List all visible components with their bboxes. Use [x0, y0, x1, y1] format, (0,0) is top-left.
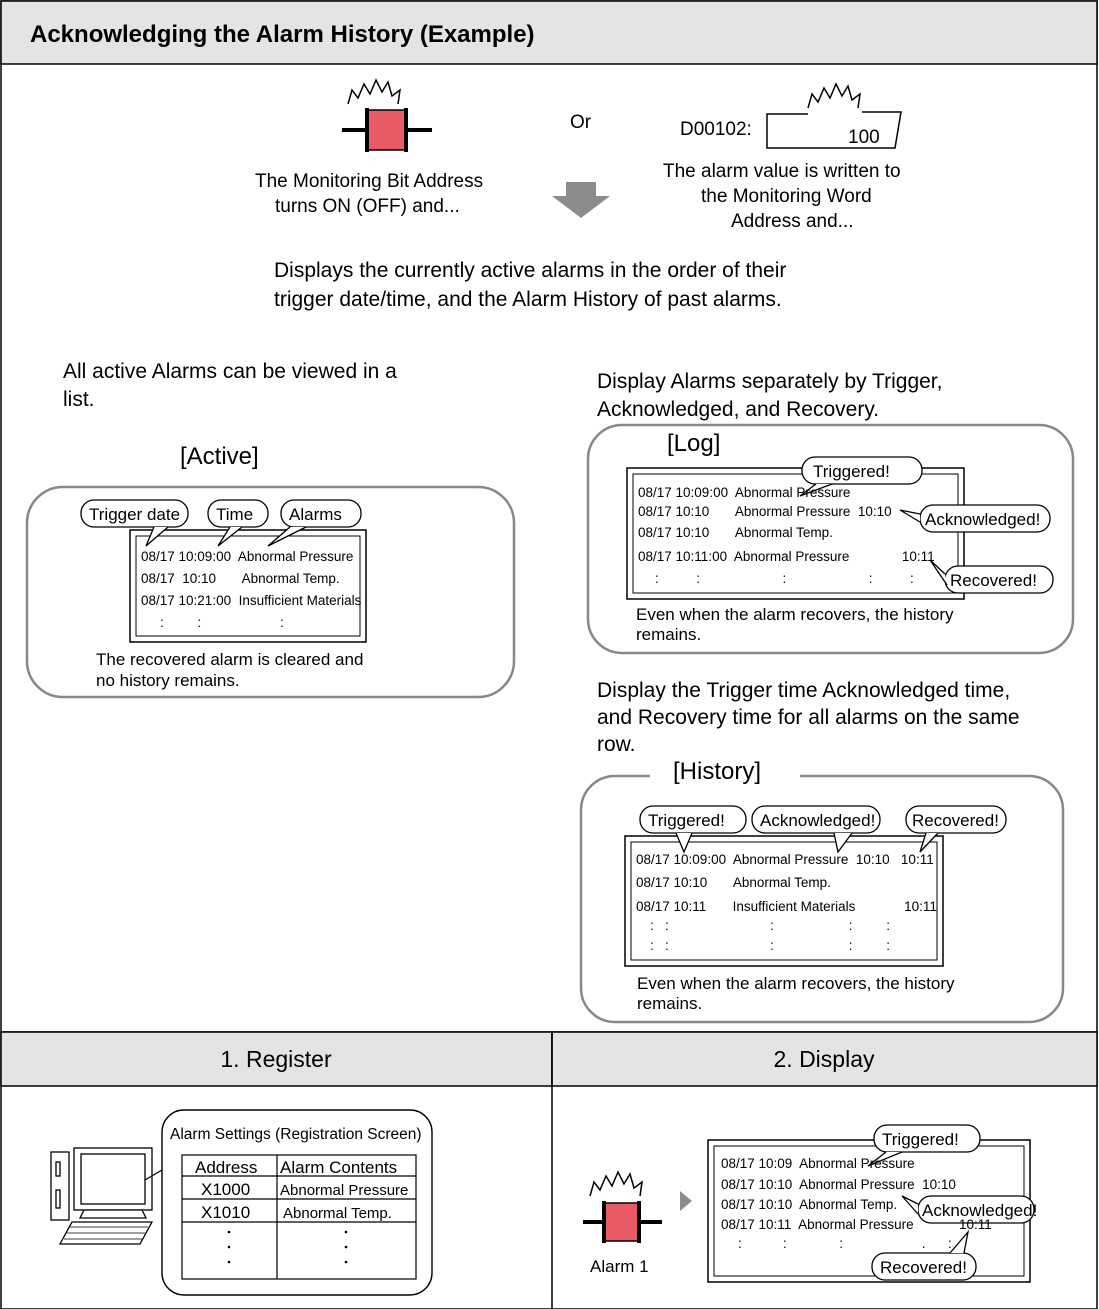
- active-callouts: [80, 499, 362, 547]
- history-row: 08/17 10:10 Abnormal Temp.: [636, 875, 831, 890]
- word-address: D00102:: [680, 119, 752, 140]
- log-row: 08/17 10:11:00 Abnormal Pressure 10:11: [638, 549, 935, 564]
- register-bubble: [161, 1109, 433, 1296]
- register-row-address: X1010: [201, 1203, 250, 1222]
- display-header-cell: [551, 1031, 1098, 1087]
- register-table: [181, 1154, 417, 1280]
- active-row-dots: : : :: [160, 615, 284, 630]
- register-header: 1. Register: [220, 1046, 332, 1072]
- register-row-contents: Abnormal Pressure: [280, 1182, 408, 1199]
- log-row: 08/17 10:10 Abnormal Pressure 10:10: [638, 504, 892, 519]
- right-arrow: [680, 1191, 692, 1211]
- active-desc-line1: All active Alarms can be viewed in a: [63, 360, 397, 383]
- active-row: 08/17 10:21:00 Insufficient Materials: [141, 593, 362, 608]
- active-row: 08/17 10:09:00 Abnormal Pressure: [141, 549, 353, 564]
- register-bubble-title: Alarm Settings (Registration Screen): [170, 1126, 422, 1143]
- bit-lamp-illustration: [342, 79, 432, 152]
- history-callout-recovered: Recovered!: [912, 811, 999, 830]
- register-row-address: X1000: [201, 1180, 250, 1199]
- history-note-line1: Even when the alarm recovers, the histor…: [637, 974, 955, 993]
- history-callouts: [639, 805, 1007, 854]
- display-row: 08/17 10:11 Abnormal Pressure: [721, 1217, 914, 1232]
- active-heading: [Active]: [180, 443, 259, 470]
- log-row: 08/17 10:09:00 Abnormal Pressure: [638, 485, 850, 500]
- active-callout-trigger-date: Trigger date: [89, 505, 180, 524]
- history-row-dots: : : : : :: [650, 918, 890, 933]
- display-row: 08/17 10:10 Abnormal Pressure 10:10: [721, 1177, 956, 1192]
- or-label: Or: [570, 112, 592, 133]
- page-title: Acknowledging the Alarm History (Example…: [30, 21, 535, 48]
- history-callout-acknowledged: Acknowledged!: [760, 811, 875, 830]
- display-row: 08/17 10:09 Abnormal Pressure: [721, 1156, 915, 1171]
- word-desc-line1: The alarm value is written to: [663, 161, 901, 182]
- summary-line2: trigger date/time, and the Alarm History…: [274, 288, 782, 311]
- log-note-line1: Even when the alarm recovers, the histor…: [636, 605, 954, 624]
- register-row-contents: Abnormal Temp.: [283, 1205, 392, 1222]
- active-desc-line2: list.: [63, 388, 95, 411]
- alarm-lamp-icon: [583, 1171, 662, 1243]
- active-note-line2: no history remains.: [96, 671, 240, 690]
- log-callouts: [799, 456, 1054, 594]
- history-desc-line3: row.: [597, 733, 636, 756]
- title-bar: [0, 0, 1098, 65]
- log-desc-line1: Display Alarms separately by Trigger,: [597, 370, 942, 393]
- word-desc-line2: the Monitoring Word: [701, 186, 872, 207]
- register-table-dots: [227, 1230, 348, 1264]
- word-desc-line3: Address and...: [731, 211, 854, 232]
- display-callout-recovered: Recovered!: [880, 1258, 967, 1277]
- active-callout-alarms: Alarms: [289, 505, 342, 524]
- log-callout-triggered: Triggered!: [813, 462, 890, 481]
- history-row: 08/17 10:09:00 Abnormal Pressure 10:10 1…: [636, 852, 934, 867]
- history-desc-line2: and Recovery time for all alarms on the …: [597, 706, 1020, 729]
- word-value: 100: [848, 127, 880, 148]
- history-row-dots: : : : : :: [650, 938, 890, 953]
- bit-desc-line1: The Monitoring Bit Address: [255, 171, 483, 192]
- history-row: 08/17 10:11 Insufficient Materials 10:11: [636, 899, 937, 914]
- log-note-line2: remains.: [636, 625, 701, 644]
- bit-desc-line2: turns ON (OFF) and...: [275, 196, 460, 217]
- display-callout-acknowledged: Acknowledged!: [922, 1201, 1037, 1220]
- history-screen: [624, 835, 944, 967]
- log-callout-acknowledged: Acknowledged!: [925, 510, 1040, 529]
- word-value-box: [766, 83, 902, 149]
- display-row-time: 10:11: [959, 1217, 992, 1232]
- down-arrow: [552, 182, 610, 218]
- computer-icon: [50, 1147, 154, 1245]
- log-desc-line2: Acknowledged, and Recovery.: [597, 398, 879, 421]
- register-col-contents: Alarm Contents: [280, 1158, 397, 1177]
- active-callout-time: Time: [216, 505, 253, 524]
- register-header-cell: [0, 1031, 553, 1087]
- log-heading: [Log]: [667, 430, 720, 457]
- display-callout-triggered: Triggered!: [882, 1130, 959, 1149]
- display-header: 2. Display: [774, 1046, 875, 1072]
- log-screen: [626, 467, 965, 600]
- history-callout-triggered: Triggered!: [648, 811, 725, 830]
- log-row-dots: : : : : :: [655, 571, 914, 586]
- active-screen: [129, 529, 367, 643]
- history-desc-line1: Display the Trigger time Acknowledged ti…: [597, 679, 1010, 702]
- display-callouts: [867, 1124, 1035, 1281]
- active-note-line1: The recovered alarm is cleared and: [96, 650, 363, 669]
- history-note-line2: remains.: [637, 994, 702, 1013]
- active-row: 08/17 10:10 Abnormal Temp.: [141, 571, 340, 586]
- alarm-label: Alarm 1: [590, 1257, 649, 1276]
- display-row-dots: : : : . :: [738, 1236, 952, 1251]
- register-col-address: Address: [195, 1158, 257, 1177]
- log-panel: [586, 423, 1075, 655]
- log-row: 08/17 10:10 Abnormal Temp.: [638, 525, 833, 540]
- log-callout-recovered: Recovered!: [950, 571, 1037, 590]
- summary-line1: Displays the currently active alarms in …: [274, 259, 786, 282]
- display-row: 08/17 10:10 Abnormal Temp.: [721, 1197, 897, 1212]
- history-heading: [History]: [673, 758, 761, 785]
